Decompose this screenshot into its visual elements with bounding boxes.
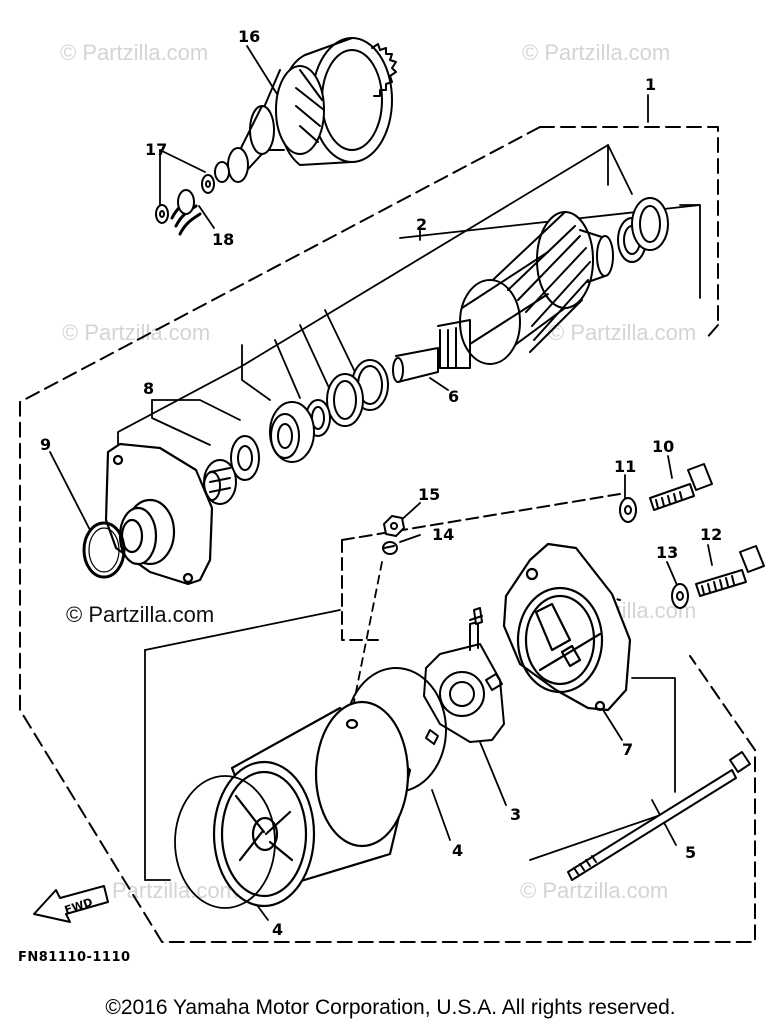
diagram-code: FN81110-1110 <box>18 950 131 965</box>
watermark-dark: © Partzilla.com <box>66 602 215 627</box>
watermark: © Partzilla.com <box>62 320 211 345</box>
callout-17: 17 <box>145 140 167 159</box>
callout-15: 15 <box>418 485 440 504</box>
assembly-boundary-outline <box>19 126 756 943</box>
watermark: © Partzilla.com <box>522 40 671 65</box>
gasket-part-4-lower <box>174 775 276 909</box>
o-ring-part-9 <box>82 521 126 579</box>
callout-4: 4 <box>452 841 463 860</box>
washer-and-spring-parts-17-18 <box>155 174 215 236</box>
callout-2: 2 <box>416 215 427 234</box>
callout-16: 16 <box>238 27 260 46</box>
callout-4: 4 <box>272 920 283 939</box>
watermark: © Partzilla.com <box>60 40 209 65</box>
forward-direction-arrow: FWD <box>33 885 109 923</box>
screw-part-12 <box>695 545 765 597</box>
washer-part-13 <box>671 583 689 609</box>
callout-11: 11 <box>614 457 636 476</box>
callout-5: 5 <box>685 843 696 862</box>
screw-part-10 <box>649 463 713 511</box>
callout-14: 14 <box>432 525 454 544</box>
callout-3: 3 <box>510 805 521 824</box>
armature-front-shims <box>269 359 389 463</box>
yoke-motor-body <box>212 700 412 908</box>
through-bolt-part-5 <box>567 751 751 881</box>
armature-rear-shims <box>617 197 669 263</box>
callout-10: 10 <box>652 437 674 456</box>
callout-13: 13 <box>656 543 678 562</box>
brush-holder-part-3 <box>423 607 505 745</box>
callout-8: 8 <box>143 379 154 398</box>
callout-7: 7 <box>622 740 633 759</box>
callout-12: 12 <box>700 525 722 544</box>
starter-clutch-part-16 <box>214 37 397 183</box>
callout-18: 18 <box>212 230 234 249</box>
callout-9: 9 <box>40 435 51 454</box>
watermark: © Partzilla.com <box>548 320 697 345</box>
front-cover-housing <box>104 442 214 586</box>
copyright-notice: ©2016 Yamaha Motor Corporation, U.S.A. A… <box>105 996 676 1019</box>
watermark: © Partzilla.com <box>520 878 669 903</box>
callout-6: 6 <box>448 387 459 406</box>
rear-cover-part-7 <box>502 542 632 712</box>
callout-1: 1 <box>645 75 656 94</box>
washer-part-11 <box>619 497 637 523</box>
nut-part-15 <box>383 515 405 537</box>
watermark: Partzilla.com <box>112 878 238 903</box>
armature-part-2 <box>392 211 614 383</box>
seal-and-bearing-part-8 <box>203 435 260 505</box>
lock-washer-part-14 <box>382 541 398 555</box>
